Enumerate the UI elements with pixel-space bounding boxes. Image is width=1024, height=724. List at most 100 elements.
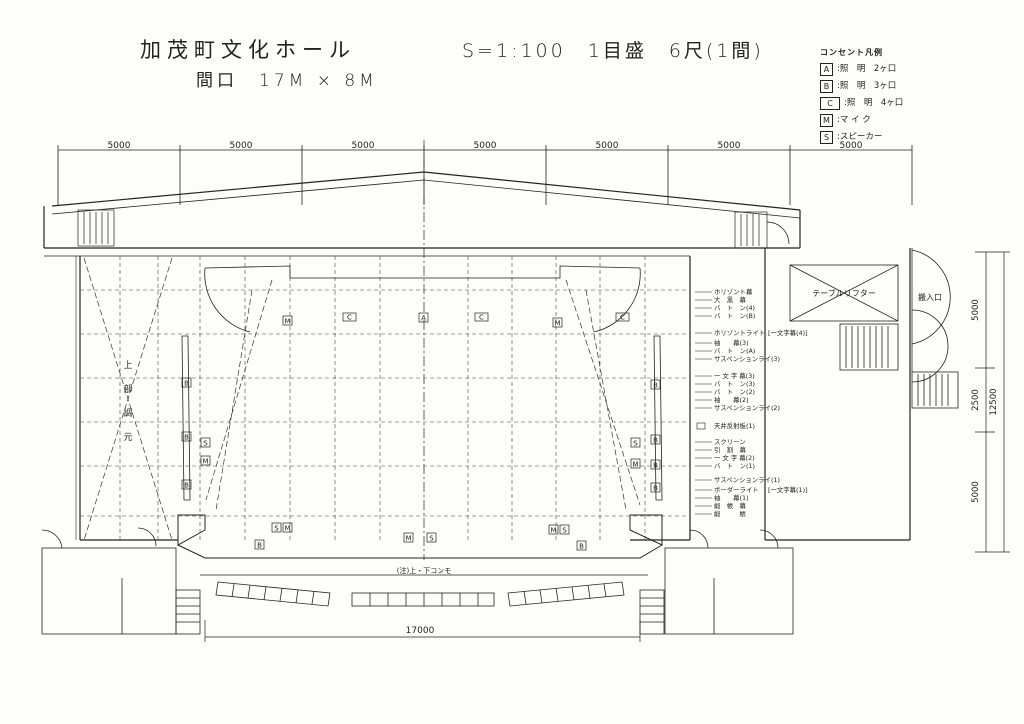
svg-text:ボーダーライト: ボーダーライト	[714, 485, 759, 494]
svg-text:袖 幕(3): 袖 幕(3)	[714, 338, 749, 347]
fly-labels: ホリゾント幕 大 黒 幕 バ ト ン(4) バ ト ン(B) ホリゾントライト …	[714, 287, 808, 518]
svg-text:B: B	[579, 543, 584, 551]
svg-text:スクリーン: スクリーン	[714, 438, 746, 446]
outlet-m: M	[552, 317, 563, 328]
svg-text:M: M	[284, 525, 290, 533]
table-lifter	[789, 264, 959, 409]
outlet-m: M	[200, 455, 211, 466]
svg-text:S: S	[562, 527, 567, 535]
dim-right-c: 5000	[971, 481, 981, 503]
svg-text:B: B	[184, 380, 189, 388]
svg-text:サスペンションライ(2): サスペンションライ(2)	[714, 404, 780, 412]
svg-text:M: M	[405, 535, 411, 543]
outlet-b: B	[650, 459, 661, 470]
outlet-legend: コンセント凡例 A:照 明 2ヶ口 B :照 明 3ヶ口 C:照 明 4ヶ口 M:…	[820, 44, 903, 146]
svg-text:B: B	[184, 482, 189, 490]
dim-top-7: 5000	[840, 141, 863, 151]
outlet-s: S	[630, 437, 641, 448]
legend-text: :スピーカー	[837, 132, 883, 143]
legend-mark: S	[820, 131, 833, 145]
stage-left-label: 上 部 調 元	[123, 360, 132, 443]
svg-text:緞 帳 幕: 緞 帳 幕	[714, 501, 747, 510]
outlet-m: M	[282, 522, 293, 533]
legend-item-b: B :照 明 3ヶ口	[820, 78, 903, 95]
outlet-m: M	[630, 458, 641, 469]
legend-item-c: C:照 明 4ヶ口	[820, 95, 903, 112]
svg-text:S: S	[274, 525, 279, 533]
outlet-s: S	[426, 532, 437, 543]
outlet-b: B	[181, 431, 192, 442]
svg-text:バ ト ン(3): バ ト ン(3)	[714, 380, 755, 388]
svg-text:B: B	[257, 542, 262, 550]
svg-text:大 黒 幕: 大 黒 幕	[714, 295, 747, 304]
svg-text:天井反射板(1): 天井反射板(1)	[714, 421, 755, 430]
svg-text:袖 幕(2): 袖 幕(2)	[714, 395, 749, 404]
diagonal-lines	[83, 257, 641, 541]
outlet-b: B	[181, 479, 192, 490]
svg-text:バ ト ン(1): バ ト ン(1)	[714, 462, 755, 470]
svg-text:バ ト ン(2): バ ト ン(2)	[714, 388, 755, 396]
dim-top-5: 5000	[596, 141, 619, 151]
legend-text: :照 明 2ヶ口	[837, 64, 897, 75]
outlet-b: B	[181, 377, 192, 388]
legend-item-m: M :マ イ ク	[820, 112, 903, 129]
note-label: (注)上・下コンモ	[397, 566, 451, 575]
outlet-b: B	[650, 434, 661, 445]
svg-text:[一文字幕(4)]: [一文字幕(4)]	[768, 328, 808, 337]
left-stair	[77, 209, 115, 247]
legend-mark: C	[820, 97, 840, 111]
svg-text:A: A	[421, 315, 426, 323]
proscenium	[177, 514, 663, 576]
svg-text:ホリゾント幕: ホリゾント幕	[714, 287, 753, 296]
legend-text: :マ イ ク	[837, 115, 871, 126]
svg-text:部: 部	[123, 383, 132, 395]
fly-battens	[695, 291, 712, 515]
side-wings	[181, 335, 663, 501]
svg-text:C: C	[479, 314, 484, 322]
dim-top-4: 5000	[474, 141, 497, 151]
outlet-s: S	[559, 524, 570, 535]
svg-text:一 文 字 幕(3): 一 文 字 幕(3)	[714, 371, 755, 380]
legend-mark: M	[820, 114, 833, 128]
svg-text:ホリゾントライト: ホリゾントライト	[714, 329, 765, 337]
outlet-b: B	[650, 482, 661, 493]
svg-text:B: B	[184, 434, 189, 442]
svg-text:緞 帳: 緞 帳	[714, 509, 747, 518]
outlet-b: B	[254, 539, 265, 550]
svg-text:B: B	[653, 462, 658, 470]
right-stair	[734, 211, 790, 249]
outlet-c: C	[615, 312, 630, 322]
outlet-c: C	[474, 312, 489, 322]
dim-top-2: 5000	[230, 141, 253, 151]
lower-right-rooms	[639, 529, 794, 635]
svg-text:袖 幕(1): 袖 幕(1)	[714, 493, 749, 502]
dim-right-a: 5000	[971, 299, 981, 321]
dim-top-1: 5000	[108, 141, 131, 151]
lifter-label: テーブルリフター	[812, 288, 876, 298]
top-dimension-line	[57, 145, 913, 205]
svg-text:M: M	[632, 461, 638, 469]
legend-title: コンセント凡例	[820, 48, 883, 57]
svg-text:バ ト ン(B): バ ト ン(B)	[714, 312, 755, 320]
svg-text:サスペンションライ(1): サスペンションライ(1)	[714, 476, 780, 484]
svg-text:S: S	[633, 440, 638, 448]
outlet-markers: M C A C M C B B S M B B S B M B B S M B …	[181, 312, 661, 551]
legend-item-a: A:照 明 2ヶ口	[820, 61, 903, 78]
upstage-beam	[204, 265, 641, 333]
legend-mark: B	[820, 80, 833, 94]
svg-text:M: M	[284, 318, 290, 326]
svg-text:M: M	[550, 527, 556, 535]
outlet-s: S	[271, 522, 282, 533]
svg-text:C: C	[347, 314, 352, 322]
dim-top-6: 5000	[718, 141, 741, 151]
legend-text: :照 明 3ヶ口	[837, 81, 897, 92]
svg-text:一 文 字 幕(2): 一 文 字 幕(2)	[714, 453, 755, 462]
svg-text:調: 調	[123, 407, 132, 419]
outlet-b: B	[650, 379, 661, 390]
bottom-dimension-line	[204, 620, 641, 642]
dim-right-total: 12500	[989, 388, 999, 415]
outlet-b: B	[576, 540, 587, 551]
lower-left-rooms	[41, 527, 201, 635]
svg-text:S: S	[429, 535, 434, 543]
